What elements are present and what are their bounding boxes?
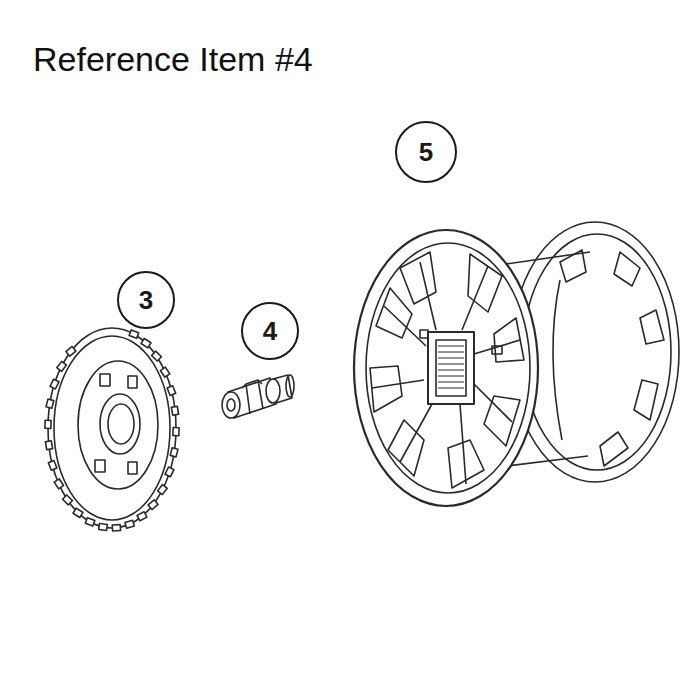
coupling-part	[273, 375, 292, 403]
hose-reel	[614, 252, 640, 286]
sprocket-teeth	[137, 512, 147, 521]
hose-reel	[484, 396, 520, 446]
sprocket-teeth	[45, 420, 51, 428]
sprocket-teeth	[66, 346, 76, 356]
hose-reel	[438, 346, 464, 388]
sprocket-disc	[100, 394, 140, 454]
sprocket-disc	[95, 460, 105, 472]
coupling-part	[246, 384, 250, 414]
sprocket-teeth	[112, 525, 120, 532]
coupling-part	[286, 375, 294, 397]
callout-number: 5	[419, 139, 433, 165]
coupling-part	[227, 399, 235, 411]
sprocket-teeth	[148, 500, 158, 510]
sprocket-disc	[78, 361, 158, 489]
coupling-part	[266, 379, 280, 403]
sprocket-disc	[128, 376, 137, 388]
callout-circle: 5	[395, 121, 457, 183]
sprocket-teeth	[48, 461, 57, 471]
sprocket-teeth	[152, 351, 162, 361]
sprocket-teeth	[54, 479, 63, 489]
hose-reel	[400, 252, 436, 304]
sprocket-teeth	[85, 518, 95, 526]
hose-reel	[372, 262, 520, 484]
callout-number: 3	[139, 287, 153, 313]
hose-reel	[523, 234, 671, 470]
hose-reel	[553, 280, 562, 440]
sprocket-teeth	[170, 448, 178, 457]
sprocket-teeth	[99, 523, 108, 530]
hose-reel	[428, 332, 474, 404]
diagram-title: Reference Item #4	[33, 40, 313, 79]
callout-circle: 4	[241, 302, 299, 360]
sprocket-teeth	[173, 427, 179, 435]
hose-reel	[634, 380, 658, 420]
sprocket-disc	[48, 328, 176, 528]
sprocket-teeth	[160, 367, 169, 377]
sprocket-disc	[54, 336, 170, 520]
sprocket-teeth	[167, 386, 176, 396]
sprocket-teeth	[141, 339, 151, 348]
sprocket-teeth	[45, 330, 179, 531]
sprocket-teeth	[73, 508, 83, 517]
sprocket-teeth	[158, 485, 168, 495]
hose-reel	[370, 366, 402, 412]
coupling-part	[222, 392, 240, 418]
sprocket-disc	[108, 404, 134, 444]
hose-reel	[354, 222, 679, 506]
hose-reel	[366, 243, 530, 493]
callout-number: 4	[263, 318, 277, 344]
sprocket-disc	[128, 462, 137, 474]
callout-circle: 3	[117, 271, 175, 329]
sprocket-teeth	[125, 520, 134, 528]
hose-reel	[600, 432, 628, 466]
hose-reel	[640, 310, 664, 344]
coupling-part	[222, 375, 294, 418]
sprocket-teeth	[46, 399, 54, 408]
sprocket-teeth	[165, 467, 174, 477]
hose-reel	[376, 288, 412, 338]
sprocket-teeth	[171, 406, 178, 415]
sprocket-teeth	[129, 330, 139, 338]
sprocket-teeth	[45, 441, 52, 450]
hose-reel	[492, 346, 502, 354]
sprocket-disc	[100, 374, 110, 386]
hose-reel	[436, 340, 466, 396]
hose-reel	[420, 330, 428, 338]
sprocket-disc	[45, 328, 179, 531]
sprocket-teeth	[63, 495, 73, 505]
sprocket-teeth	[57, 361, 67, 371]
sprocket-teeth	[50, 379, 59, 389]
coupling-part	[258, 380, 263, 409]
hose-reel	[354, 230, 538, 506]
